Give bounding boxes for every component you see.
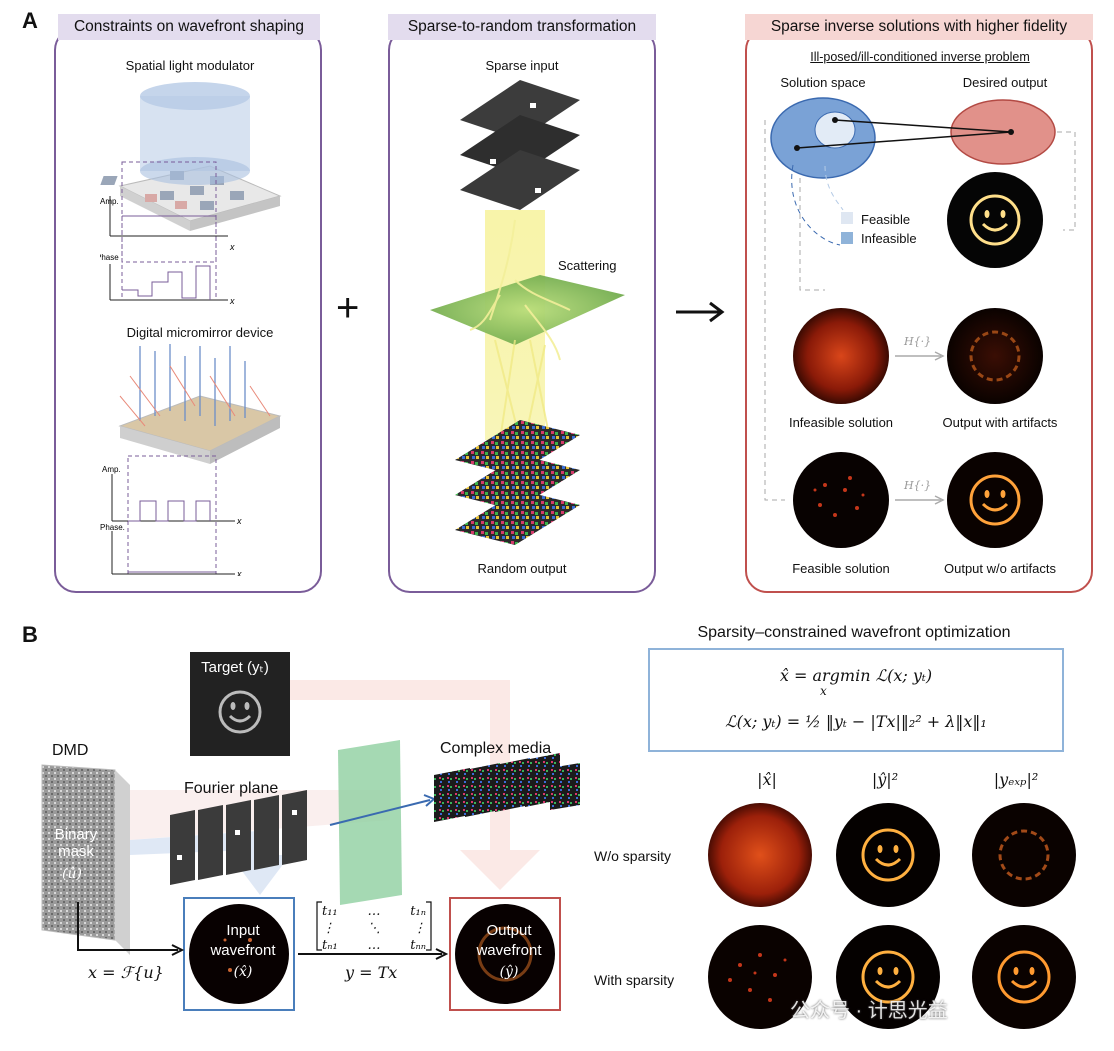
equation-box bbox=[648, 648, 1064, 752]
target-image bbox=[190, 652, 290, 756]
sparse-input-plates bbox=[460, 80, 580, 210]
constraints-illustration: Amp. x Phase x bbox=[100, 82, 282, 576]
svg-text:x: x bbox=[236, 569, 242, 576]
dmd-device bbox=[118, 344, 282, 464]
complex-media-label: Complex media bbox=[440, 740, 552, 757]
argmin-equation: x̂ = argmin ℒ(x; yₜ) bbox=[779, 666, 933, 685]
infeasible-solution-label: Infeasible solution bbox=[788, 415, 894, 430]
x-hat-label: (x̂) bbox=[233, 964, 253, 980]
results-grid bbox=[708, 803, 1076, 1029]
row-label-wo-sparsity: W/o sparsity bbox=[594, 848, 672, 864]
with-sparsity-y-image bbox=[836, 925, 940, 1029]
dmd-amp-label: Amp. bbox=[102, 465, 121, 474]
slm-amp-plot bbox=[109, 196, 228, 237]
panel-a-letter: A bbox=[22, 8, 38, 33]
u-hat-label: (û) bbox=[62, 866, 82, 882]
y-hat-label: (ŷ) bbox=[499, 964, 519, 980]
slm-amp-label: Amp. bbox=[100, 197, 119, 206]
infeasible-legend: Infeasible bbox=[861, 231, 917, 246]
svg-text:x: x bbox=[236, 516, 242, 526]
output-wo-artifacts-label: Output w/o artifacts bbox=[944, 561, 1056, 576]
feasible-solution-label: Feasible solution bbox=[792, 561, 890, 576]
slm-phase-plot bbox=[109, 264, 228, 301]
output-artifacts-image bbox=[947, 308, 1043, 404]
with-sparsity-x-image bbox=[708, 925, 812, 1029]
right-arrow bbox=[676, 301, 725, 323]
panel-b-letter: B bbox=[22, 622, 38, 647]
plus-sign: + bbox=[336, 286, 360, 330]
output-with-artifacts-label: Output with artifacts bbox=[942, 415, 1058, 430]
target-label: Target (yₜ) bbox=[201, 659, 269, 676]
row-label-with-sparsity: With sparsity bbox=[594, 972, 675, 988]
constraints-header: Constraints on wavefront shaping bbox=[58, 14, 320, 40]
loss-equation: ℒ(x; yₜ) = ½ ‖yₜ − |Tx|‖₂² + λ‖x‖₁ bbox=[725, 712, 987, 731]
svg-text:x: x bbox=[229, 296, 235, 306]
slm-label: Spatial light modulator bbox=[125, 58, 255, 73]
operator-label-1: H{·} bbox=[904, 335, 932, 348]
input-wavefront-label-2: wavefront bbox=[210, 942, 276, 959]
inverse-solutions-header: Sparse inverse solutions with higher fid… bbox=[745, 14, 1093, 40]
watermark: 公众号 · 计思光益 bbox=[790, 1000, 948, 1022]
transformation-header: Sparse-to-random transformation bbox=[388, 14, 656, 40]
binary-mask-label: Binary mask bbox=[54, 826, 98, 860]
dmd-label-b: DMD bbox=[52, 742, 89, 759]
output-wo-artifacts-image bbox=[947, 452, 1043, 548]
fourier-plane-label: Fourier plane bbox=[184, 780, 279, 797]
col-head-x: |x̂| bbox=[757, 770, 777, 789]
dmd-phase-label: Phase. bbox=[100, 523, 125, 532]
col-head-y: |ŷ|² bbox=[871, 770, 899, 789]
scattering-label: Scattering bbox=[558, 258, 617, 273]
desired-output-label: Desired output bbox=[962, 75, 1048, 90]
scattering-medium bbox=[430, 219, 625, 361]
argmin-subscript: x bbox=[820, 684, 827, 698]
random-output-plates bbox=[455, 420, 580, 545]
random-output-label: Random output bbox=[477, 561, 567, 576]
setup-illustration bbox=[41, 652, 580, 1011]
ill-posed-subtitle: Ill-posed/ill-conditioned inverse proble… bbox=[810, 50, 1030, 64]
wo-sparsity-yexp-image bbox=[972, 803, 1076, 907]
svg-text:x: x bbox=[229, 242, 235, 252]
wo-sparsity-x-image bbox=[708, 803, 812, 907]
wo-sparsity-y-image bbox=[836, 803, 940, 907]
sparse-input-label: Sparse input bbox=[485, 58, 559, 73]
scattering-medium-b bbox=[338, 740, 402, 905]
eq-y-tx: y = Tx bbox=[345, 963, 398, 982]
complex-media-plates bbox=[434, 753, 580, 822]
slm-phase-label: Phase bbox=[100, 253, 119, 262]
output-wavefront-label-2: wavefront bbox=[476, 942, 542, 959]
col-head-yexp: |yₑₓₚ|² bbox=[993, 770, 1039, 789]
output-wavefront-label-1: Output bbox=[486, 922, 532, 939]
fourier-plane-plates bbox=[170, 790, 307, 885]
transformation-illustration bbox=[430, 80, 625, 545]
solution-space-label: Solution space bbox=[780, 75, 866, 90]
dmd-label: Digital micromirror device bbox=[126, 325, 274, 340]
input-wavefront-label-1: Input bbox=[226, 922, 260, 939]
transmission-matrix: t₁₁…t₁ₙ ⋮⋱⋮ tₙ₁…tₙₙ bbox=[322, 904, 426, 953]
feasible-solution-image bbox=[793, 452, 889, 548]
inverse-diagram bbox=[764, 97, 1076, 548]
with-sparsity-yexp-image bbox=[972, 925, 1076, 1029]
feasible-legend: Feasible bbox=[861, 212, 911, 227]
slm-device bbox=[100, 82, 282, 263]
eq-x-fourier: x = ℱ{u} bbox=[88, 963, 164, 982]
optimization-title: Sparsity–constrained wavefront optimizat… bbox=[697, 624, 1011, 641]
desired-smiley-image bbox=[947, 172, 1043, 268]
infeasible-solution-image bbox=[793, 308, 889, 404]
operator-label-2: H{·} bbox=[904, 479, 932, 492]
